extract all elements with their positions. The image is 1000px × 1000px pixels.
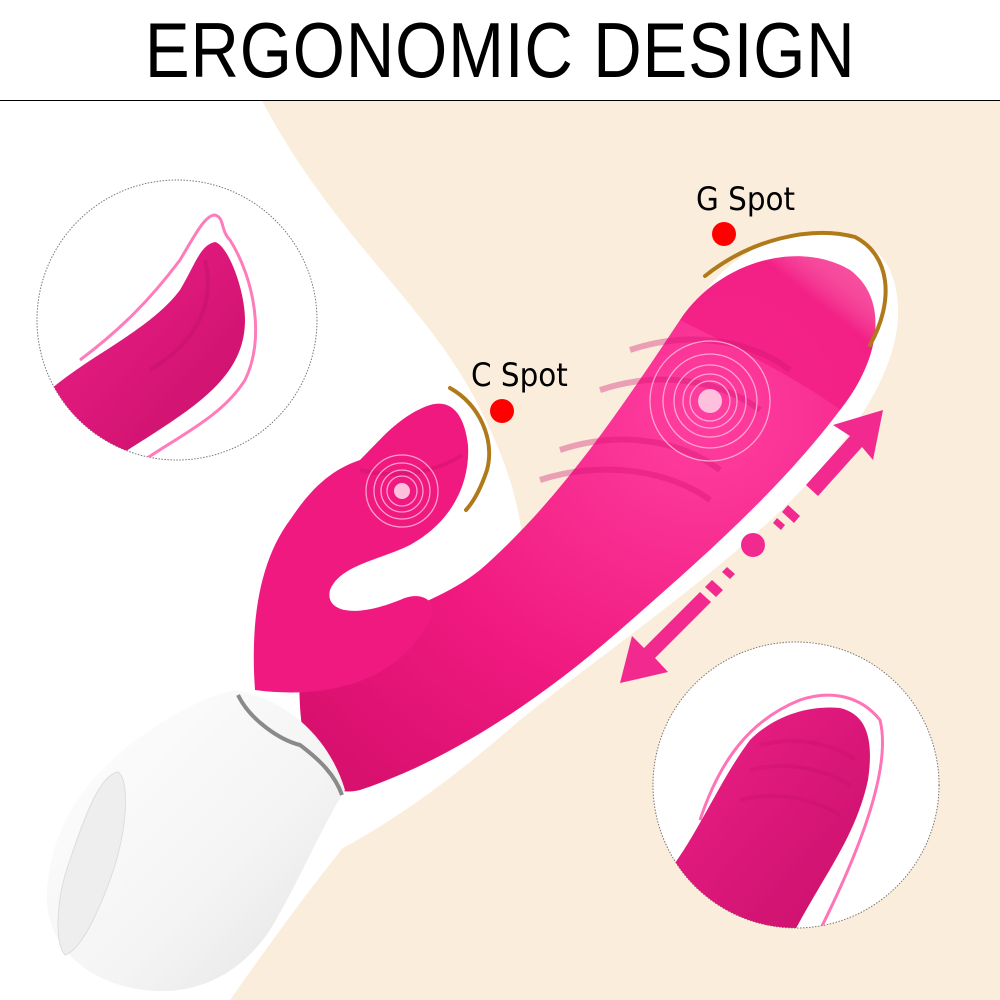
gspot-label: G Spot — [696, 180, 796, 218]
vibration-ring-gspot — [649, 340, 771, 462]
control-panel — [57, 771, 126, 956]
gspot-tip-closeup — [652, 641, 940, 929]
bidirectional-arrow — [620, 410, 883, 683]
clitoral-arm — [253, 403, 469, 693]
handle — [46, 690, 345, 992]
cspot-bracket — [448, 386, 492, 512]
gspot-marker — [712, 222, 736, 246]
cspot-label: C Spot — [471, 356, 568, 394]
clitoral-stimulator-closeup — [36, 179, 318, 461]
title-text: ERGONOMIC DESIGN — [144, 5, 856, 94]
cspot-marker — [490, 399, 514, 423]
gspot-bracket — [703, 230, 888, 347]
product-illustration — [0, 101, 1000, 1000]
product-shaft — [299, 256, 876, 792]
title-divider — [0, 100, 1000, 101]
vibration-ring-clitoral — [365, 454, 439, 528]
page-title: ERGONOMIC DESIGN — [0, 0, 1000, 100]
